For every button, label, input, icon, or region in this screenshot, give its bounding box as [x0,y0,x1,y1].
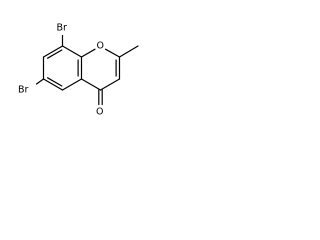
bond-c4a-c5 [42,78,64,91]
atom-label-br-left: Br [18,85,29,96]
bond-double-c6-c7-inner [46,49,63,59]
atom-label-oxygen-carbonyl: O [96,107,103,118]
bond-c7-c8 [61,45,83,58]
bond-double-c4a-c5-inner [46,77,63,87]
structure-canvas: Br Br O O [0,0,152,152]
bond-c5-br-left [35,78,45,85]
bond-c4-c4a [80,78,102,91]
bond-c8a-o1 [80,48,96,58]
bond-c6-c7 [42,45,64,58]
molecule-diagram: Br Br O O [18,23,139,118]
bond-c8a-c4a [61,78,83,91]
atom-label-oxygen-ring: O [97,41,104,52]
bond-c2-methyl [118,45,139,58]
bond-o1-c2 [104,48,121,58]
atom-label-br-top: Br [57,23,68,34]
bond-c3-c4 [99,78,121,91]
